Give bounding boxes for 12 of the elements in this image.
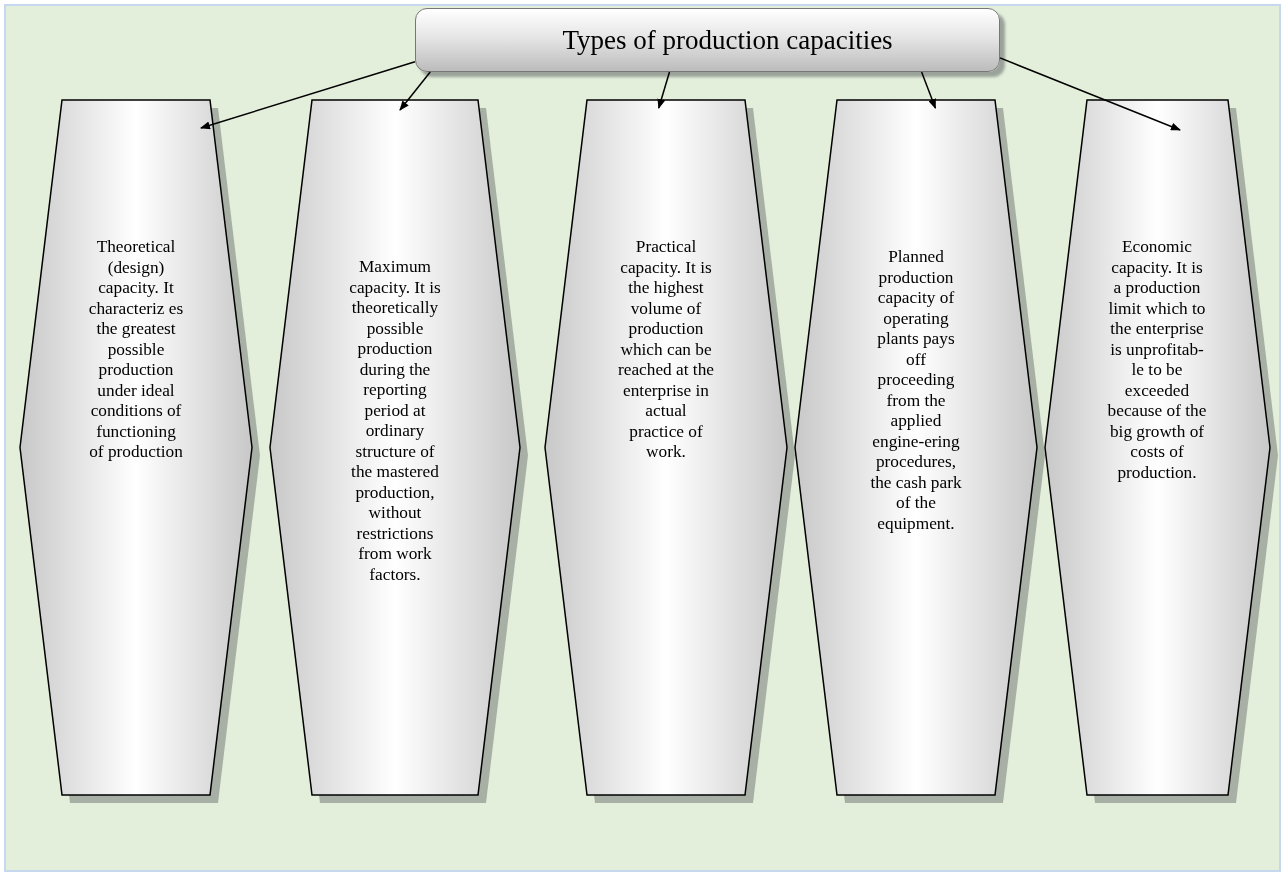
hexagon-text: Maximum capacity. It is theoretically possible production during the reporting period at ordinary structure of the mastered production, without restrictions from work factors. (348, 257, 442, 585)
hexagon-text: Planned production capacity of operating plants pays off proceeding from the applied engine-ering procedures, the cash park of the equipment. (869, 247, 963, 534)
arrow (200, 61, 416, 130)
arrow (999, 57, 1181, 131)
hexagon-text: Economic capacity. It is a production limit which to the enterprise is unprofitab-le to be exceeded because of the big growth of costs of production. (1107, 237, 1207, 483)
title-text: Types of production capacities (561, 24, 893, 56)
arrow (399, 71, 431, 111)
hexagon-text: Theoretical (design) capacity. It characteriz es the greatest possible production under ideal conditions of functioning of production (88, 237, 184, 463)
title-box (415, 8, 1000, 72)
arrow (920, 71, 937, 109)
arrow (657, 71, 671, 109)
hexagon-text: Practical capacity. It is the highest volume of production which can be reached at the enterprise in actual practice of work. (617, 237, 715, 463)
